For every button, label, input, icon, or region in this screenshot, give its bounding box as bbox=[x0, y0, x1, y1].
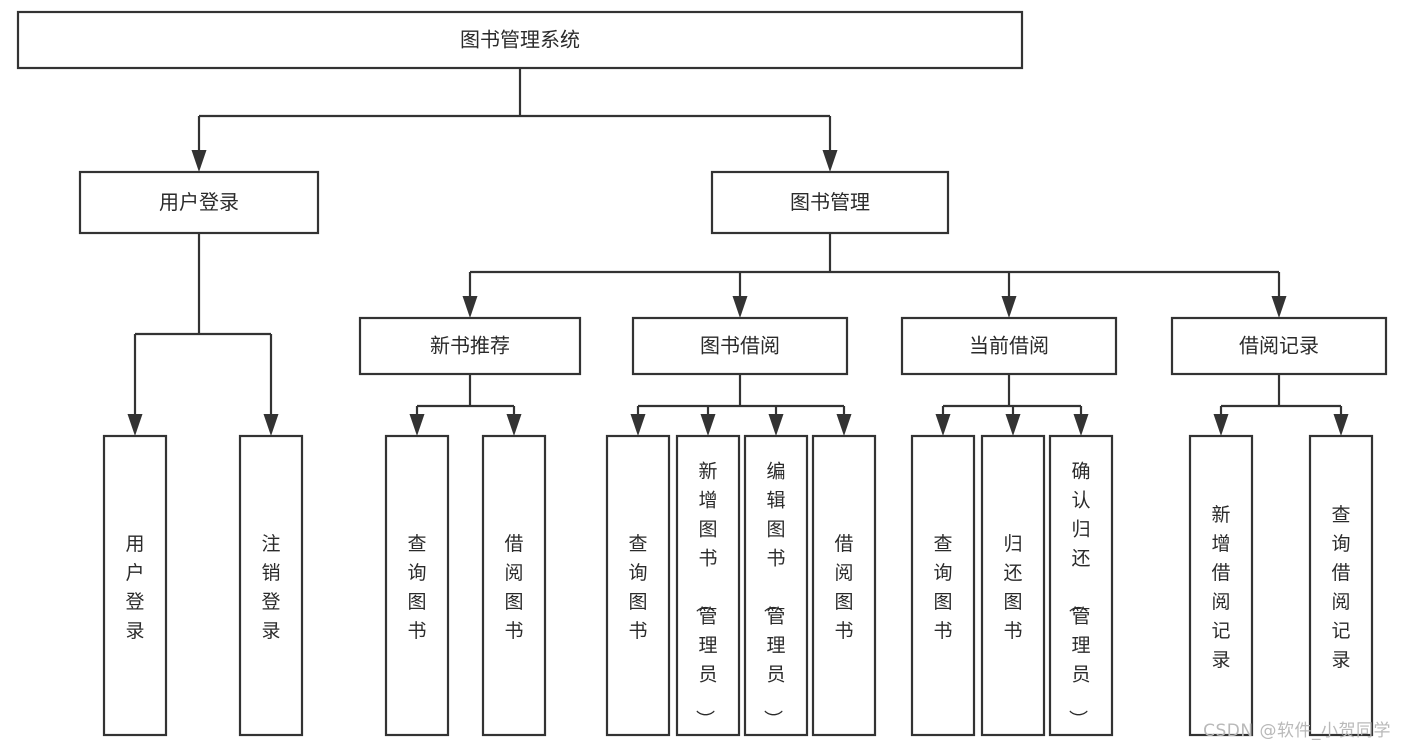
node-box-book-manage bbox=[710, 170, 950, 235]
node-box-leaf-add-book bbox=[675, 434, 741, 737]
node-book-borrow[interactable]: 图书借阅 bbox=[631, 316, 849, 376]
node-book-manage[interactable]: 图书管理 bbox=[710, 170, 950, 235]
edge-arrowhead bbox=[127, 414, 143, 436]
edge-group-borrow-record bbox=[1213, 374, 1349, 436]
node-label-leaf-confirm-return: 确认归还（管理员） bbox=[1066, 461, 1090, 729]
node-leaf-query-book-1[interactable]: 查询图书 bbox=[384, 434, 450, 737]
node-label-leaf-query-book-1: 查询图书 bbox=[407, 533, 426, 642]
edge-arrowhead bbox=[462, 296, 478, 318]
edge-group-new-book-rec bbox=[409, 374, 522, 436]
node-borrow-record[interactable]: 借阅记录 bbox=[1170, 316, 1388, 376]
node-box-leaf-borrow-book-2 bbox=[811, 434, 877, 737]
edge-arrowhead bbox=[768, 414, 784, 436]
edge-arrowhead bbox=[191, 150, 207, 172]
node-box-borrow-record bbox=[1170, 316, 1388, 376]
node-label-leaf-borrow-book-2: 借阅图书 bbox=[834, 533, 853, 642]
edge-arrowhead bbox=[1333, 414, 1349, 436]
node-new-book-rec[interactable]: 新书推荐 bbox=[358, 316, 582, 376]
node-leaf-query-book-3[interactable]: 查询图书 bbox=[910, 434, 976, 737]
edge-arrowhead bbox=[700, 414, 716, 436]
edge-arrowhead bbox=[263, 414, 279, 436]
node-user-login[interactable]: 用户登录 bbox=[78, 170, 320, 235]
node-box-leaf-add-record bbox=[1188, 434, 1254, 737]
node-box-root bbox=[16, 10, 1024, 70]
edge-arrowhead bbox=[1073, 414, 1089, 436]
node-label-leaf-query-book-3: 查询图书 bbox=[933, 533, 952, 642]
node-box-leaf-query-book-3 bbox=[910, 434, 976, 737]
node-label-book-manage: 图书管理 bbox=[790, 190, 870, 214]
node-leaf-query-book-2[interactable]: 查询图书 bbox=[605, 434, 671, 737]
node-label-leaf-logout: 注销登录 bbox=[261, 533, 280, 642]
node-box-leaf-query-book-2 bbox=[605, 434, 671, 737]
node-leaf-logout[interactable]: 注销登录 bbox=[238, 434, 304, 737]
node-box-leaf-logout bbox=[238, 434, 304, 737]
node-box-leaf-edit-book bbox=[743, 434, 809, 737]
node-label-book-borrow: 图书借阅 bbox=[700, 334, 780, 358]
node-label-leaf-add-book: 新增图书（管理员） bbox=[693, 461, 717, 729]
edge-arrowhead bbox=[1005, 414, 1021, 436]
node-label-leaf-user-login: 用户登录 bbox=[125, 533, 144, 642]
csdn-watermark: CSDN @软件_小贺同学 bbox=[1203, 721, 1391, 741]
node-label-leaf-query-record: 查询借阅记录 bbox=[1331, 504, 1350, 671]
edge-group-root bbox=[191, 68, 838, 172]
node-box-leaf-return-book bbox=[980, 434, 1046, 737]
node-leaf-borrow-book-1[interactable]: 借阅图书 bbox=[481, 434, 547, 737]
node-label-leaf-borrow-book-1: 借阅图书 bbox=[504, 533, 523, 642]
node-label-borrow-record: 借阅记录 bbox=[1239, 334, 1319, 358]
edge-arrowhead bbox=[630, 414, 646, 436]
node-leaf-add-record[interactable]: 新增借阅记录 bbox=[1188, 434, 1254, 737]
edge-arrowhead bbox=[822, 150, 838, 172]
node-box-user-login bbox=[78, 170, 320, 235]
edge-arrowhead bbox=[732, 296, 748, 318]
node-root[interactable]: 图书管理系统 bbox=[16, 10, 1024, 70]
node-box-leaf-query-book-1 bbox=[384, 434, 450, 737]
node-box-book-borrow bbox=[631, 316, 849, 376]
edges-layer bbox=[127, 68, 1349, 436]
node-leaf-add-book[interactable]: 新增图书（管理员） bbox=[675, 434, 741, 737]
node-box-current-borrow bbox=[900, 316, 1118, 376]
nodes-layer: 图书管理系统用户登录图书管理新书推荐图书借阅当前借阅借阅记录用户登录注销登录查询… bbox=[16, 10, 1388, 737]
node-leaf-user-login[interactable]: 用户登录 bbox=[102, 434, 168, 737]
edge-group-user-login bbox=[127, 233, 279, 436]
node-box-leaf-borrow-book-1 bbox=[481, 434, 547, 737]
node-label-leaf-edit-book: 编辑图书（管理员） bbox=[761, 461, 785, 729]
edge-arrowhead bbox=[506, 414, 522, 436]
edge-arrowhead bbox=[1001, 296, 1017, 318]
node-box-leaf-query-record bbox=[1308, 434, 1374, 737]
node-box-leaf-confirm-return bbox=[1048, 434, 1114, 737]
edge-group-book-manage bbox=[462, 233, 1287, 318]
node-leaf-confirm-return[interactable]: 确认归还（管理员） bbox=[1048, 434, 1114, 737]
node-current-borrow[interactable]: 当前借阅 bbox=[900, 316, 1118, 376]
node-leaf-query-record[interactable]: 查询借阅记录 bbox=[1308, 434, 1374, 737]
edge-arrowhead bbox=[409, 414, 425, 436]
node-label-leaf-query-book-2: 查询图书 bbox=[628, 533, 647, 642]
edge-group-book-borrow bbox=[630, 374, 852, 436]
node-label-root: 图书管理系统 bbox=[460, 28, 580, 52]
node-label-leaf-add-record: 新增借阅记录 bbox=[1211, 504, 1230, 671]
node-box-new-book-rec bbox=[358, 316, 582, 376]
edge-arrowhead bbox=[1271, 296, 1287, 318]
edge-arrowhead bbox=[935, 414, 951, 436]
node-label-user-login: 用户登录 bbox=[159, 190, 239, 214]
node-leaf-return-book[interactable]: 归还图书 bbox=[980, 434, 1046, 737]
edge-group-current-borrow bbox=[935, 374, 1089, 436]
node-label-current-borrow: 当前借阅 bbox=[969, 334, 1049, 358]
node-box-leaf-user-login bbox=[102, 434, 168, 737]
node-label-new-book-rec: 新书推荐 bbox=[430, 334, 510, 358]
edge-arrowhead bbox=[1213, 414, 1229, 436]
edge-arrowhead bbox=[836, 414, 852, 436]
node-leaf-borrow-book-2[interactable]: 借阅图书 bbox=[811, 434, 877, 737]
node-label-leaf-return-book: 归还图书 bbox=[1003, 533, 1022, 642]
node-leaf-edit-book[interactable]: 编辑图书（管理员） bbox=[743, 434, 809, 737]
